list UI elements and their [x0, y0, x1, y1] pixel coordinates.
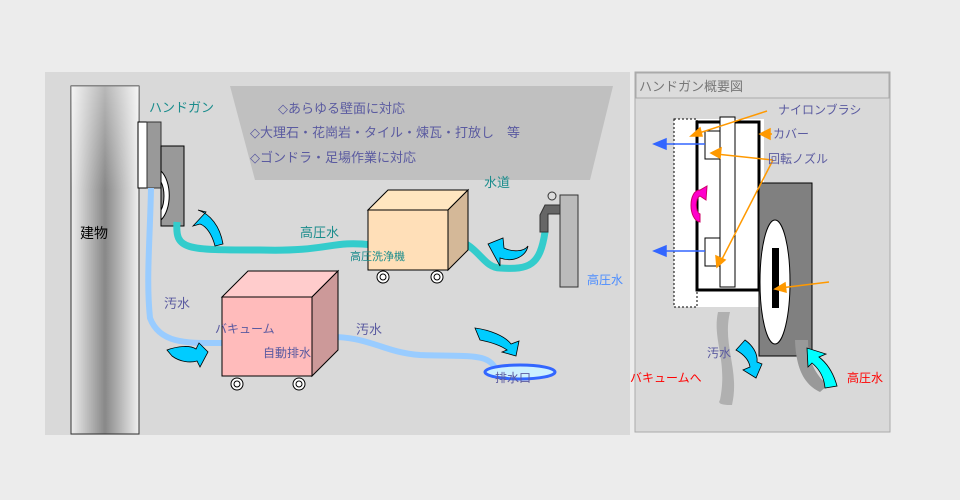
- detail-panel: ハンドガン概要図: [630, 71, 891, 433]
- auto-drain-label: 自動排水: [263, 346, 311, 360]
- feature-text-3: ◇ゴンドラ・足場作業に対応: [250, 150, 416, 166]
- vacuum-hose: [145, 187, 223, 347]
- rotary-nozzle-label: 回転ノズル: [768, 151, 828, 166]
- vacuum-unit: バキューム 自動排水: [215, 269, 340, 391]
- feature-text-2: ◇大理石・花崗岩・タイル・煉瓦・打放し 等: [250, 125, 520, 141]
- high-pressure-arrow-icon: [806, 347, 838, 389]
- tap-water-label: 水道: [484, 176, 510, 191]
- nozzle-shaft: [719, 116, 736, 288]
- dirty-water-arrow-icon: [735, 339, 763, 379]
- main-panel: ◇あらゆる壁面に対応 ◇大理石・花崗岩・タイル・煉瓦・打放し 等 ◇ゴンドラ・足…: [45, 72, 630, 435]
- handgun-label: ハンドガン: [149, 101, 214, 116]
- flow-arrow-icon: [191, 209, 224, 247]
- vacuum-hose: [716, 312, 735, 405]
- tap-hose: [460, 231, 549, 272]
- flow-arrow-icon: [474, 327, 520, 357]
- drain-label: 排水口: [495, 371, 531, 385]
- feature-text-1: ◇あらゆる壁面に対応: [278, 102, 405, 117]
- flow-arrow-icon: [166, 342, 209, 368]
- handgun: ハンドガン: [137, 101, 214, 227]
- water-tap: 水道 高圧水: [484, 176, 623, 288]
- high-pressure-water-label: 高圧水: [300, 225, 339, 241]
- spray-arrows: [652, 137, 705, 258]
- pressure-washer: 高圧洗浄機: [350, 188, 470, 284]
- to-vacuum-label: バキュームへ: [630, 371, 702, 385]
- flow-arrow-icon: [487, 237, 529, 267]
- building: 建物: [70, 85, 140, 435]
- high-pressure-hose: [173, 221, 373, 254]
- rotation-arrow-icon: [690, 185, 708, 223]
- building-label: 建物: [80, 226, 108, 242]
- water-hose: [795, 340, 828, 392]
- vacuum-label: バキューム: [215, 322, 275, 336]
- drain-hose: [321, 333, 500, 374]
- dirty-water-label-right: 汚水: [356, 323, 382, 338]
- cover-label: カバー: [773, 127, 809, 141]
- drain-outlet: [483, 363, 557, 381]
- detail-dirty-water-label: 汚水: [707, 346, 731, 360]
- washer-label: 高圧洗浄機: [350, 249, 405, 263]
- detail-high-pressure-label: 高圧水: [847, 370, 883, 385]
- detail-title: ハンドガン概要図: [639, 80, 743, 95]
- dirty-water-label-left: 汚水: [164, 297, 190, 312]
- nylon-brush-label: ナイロンブラシ: [778, 102, 861, 117]
- features-banner: [230, 86, 613, 180]
- tap-high-pressure-label: 高圧水: [587, 272, 623, 287]
- callout-lines: [689, 110, 830, 294]
